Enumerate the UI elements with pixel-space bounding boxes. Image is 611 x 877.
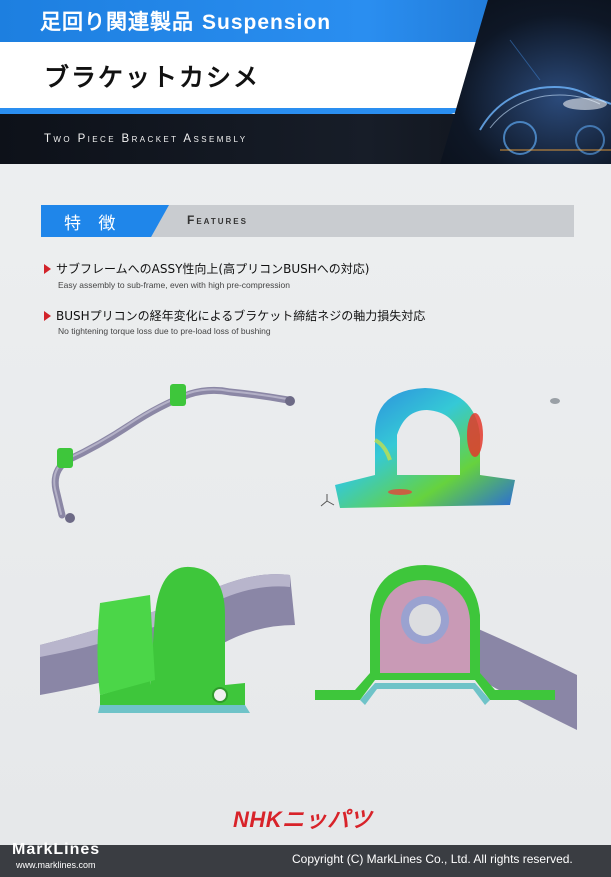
red-triangle-icon [44,310,51,321]
car-outline-icon [479,39,611,155]
stabilizer-bar-image [51,384,295,523]
feature-1-ja: サブフレームへのASSY性向上(高プリコンBUSHへの対応) [56,262,370,276]
copyright-text: Copyright (C) MarkLines Co., Ltd. All ri… [292,852,573,866]
feature-2-ja: BUSHプリコンの経年変化によるブラケット締結ネジの軸力損失対応 [56,309,426,323]
nhk-logo: NHKニッパツ [233,807,373,832]
feature-2-en: No tightening torque loss due to pre-loa… [58,326,271,336]
features-label-ja: 特 徴 [64,214,122,234]
category-en: Suspension [202,11,332,34]
bracket-section-image [315,565,577,730]
feature-1-en: Easy assembly to sub-frame, even with hi… [58,280,290,290]
category-title: 足回り関連製品 Suspension [40,6,331,36]
product-title-ja: ブラケットカシメ [44,63,261,92]
axis-triad-icon [320,494,335,507]
product-title-en: Two Piece Bracket Assembly [44,133,248,145]
features-tag [41,205,169,237]
stress-analysis-image [335,388,515,508]
feature-item-2: BUSHプリコンの経年変化によるブラケット締結ネジの軸力損失対応 [44,305,425,324]
bracket-assembly-image [40,566,295,713]
red-triangle-icon [44,263,51,274]
category-ja: 足回り関連製品 [40,10,194,34]
marklines-url[interactable]: www.marklines.com [16,860,96,870]
header-accent-strip [0,108,470,114]
marklines-logo[interactable]: MarkLines [12,841,101,858]
feature-item-1: サブフレームへのASSY性向上(高プリコンBUSHへの対応) [44,258,369,277]
features-label-en: Features [187,213,248,227]
product-poster: 足回り関連製品 Suspension ブラケットカシメ Two Piece Bra… [0,0,611,845]
small-part-icon [550,398,560,404]
